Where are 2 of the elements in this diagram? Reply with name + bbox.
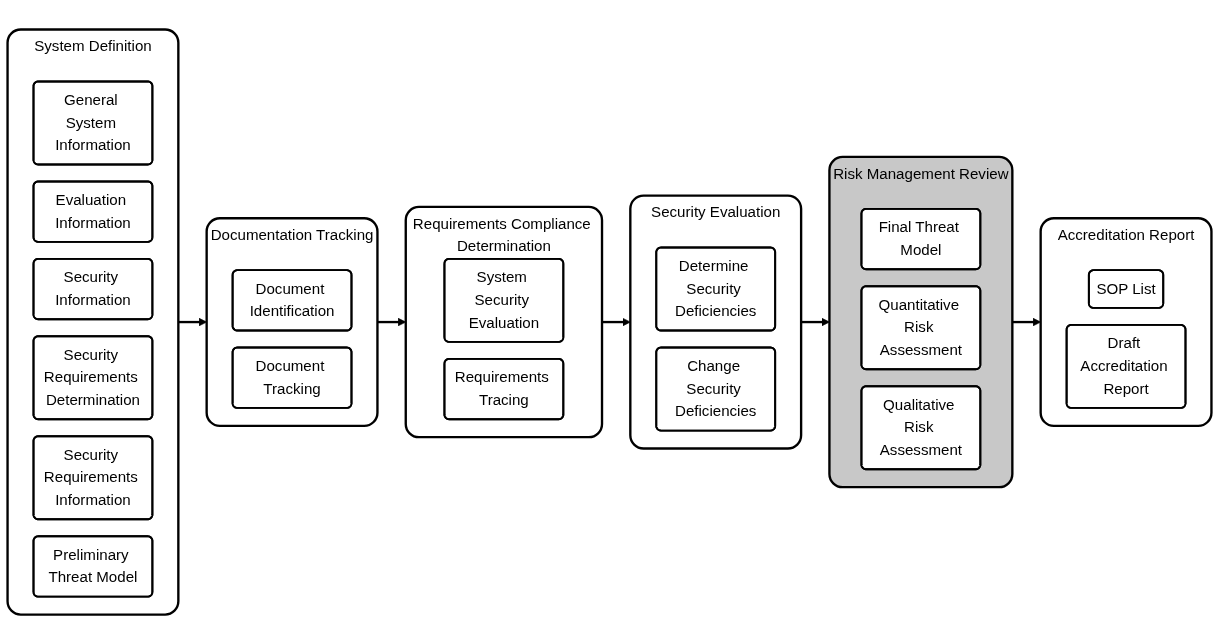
arrow <box>602 317 631 327</box>
arrow <box>801 317 830 327</box>
